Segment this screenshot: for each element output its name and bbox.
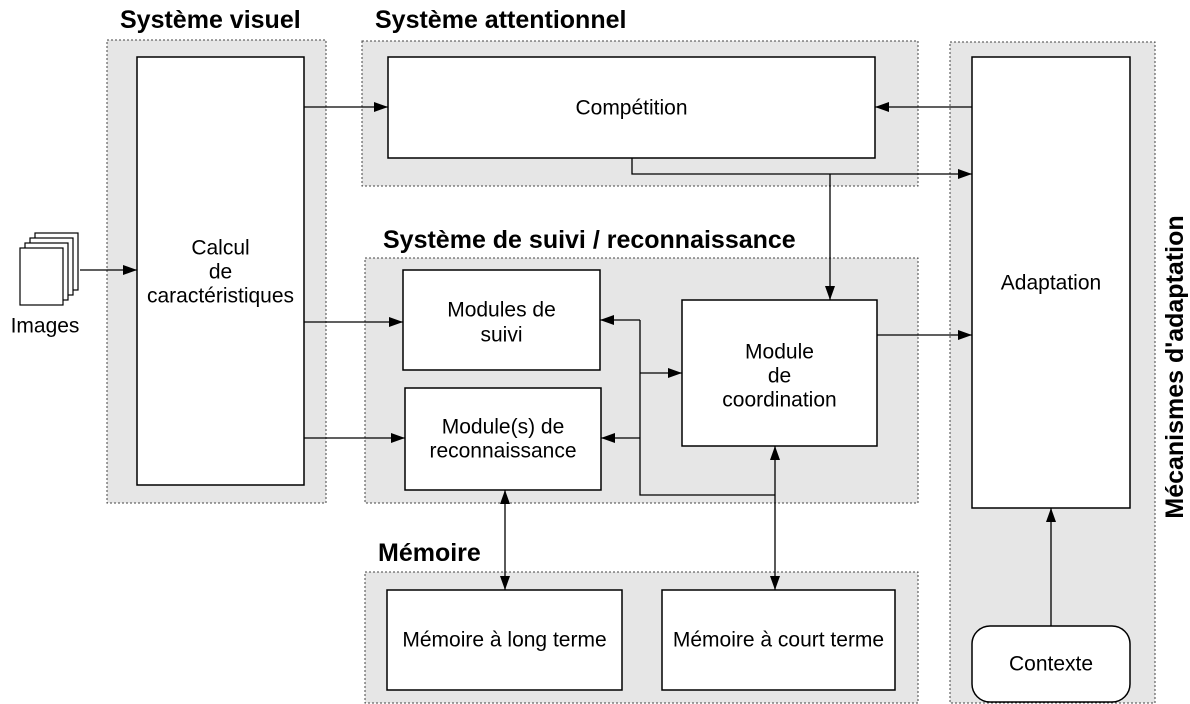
coordination-module-label: de <box>768 365 791 388</box>
feature-computation-box <box>136 56 305 486</box>
adaptation-label: Adaptation <box>1001 272 1101 295</box>
coordination-module-label: Module <box>745 341 814 364</box>
recognition-modules-box <box>404 387 602 491</box>
images-label: Images <box>11 315 80 338</box>
recognition-modules-label: reconnaissance <box>429 440 576 463</box>
feature-computation-label: de <box>209 261 232 284</box>
long-term-memory-box <box>386 589 623 691</box>
short-term-memory-label: Mémoire à court terme <box>673 629 884 652</box>
feature-computation-label: Calcul <box>191 237 249 260</box>
visual-system-title: Système visuel <box>120 6 301 34</box>
adaptation-box <box>971 56 1131 509</box>
long-term-memory-label: Mémoire à long terme <box>402 629 606 652</box>
page-icon <box>19 247 64 306</box>
context-label: Contexte <box>1009 653 1093 676</box>
coordination-module-box <box>681 299 878 447</box>
tracking-modules-box <box>402 269 601 371</box>
recognition-modules-label: Module(s) de <box>442 416 565 439</box>
tracking-modules-label: suivi <box>480 324 522 347</box>
short-term-memory-box <box>661 589 896 691</box>
competition-box <box>387 56 876 159</box>
arrow-competition-to-adaptation <box>631 158 972 179</box>
tracking-modules-label: Modules de <box>447 299 556 322</box>
tracking-system-title: Système de suivi / reconnaissance <box>383 226 796 254</box>
coordination-module-label: coordination <box>722 389 836 412</box>
image-stack-icon <box>19 232 79 306</box>
memory-title: Mémoire <box>378 539 481 567</box>
attention-system-title: Système attentionnel <box>375 6 626 34</box>
feature-computation-label: caractéristiques <box>147 285 294 308</box>
competition-label: Compétition <box>575 97 687 120</box>
adaptation-mechanisms-title: Mécanismes d'adaptation <box>1161 215 1189 518</box>
coordination-bus-line <box>639 320 775 496</box>
